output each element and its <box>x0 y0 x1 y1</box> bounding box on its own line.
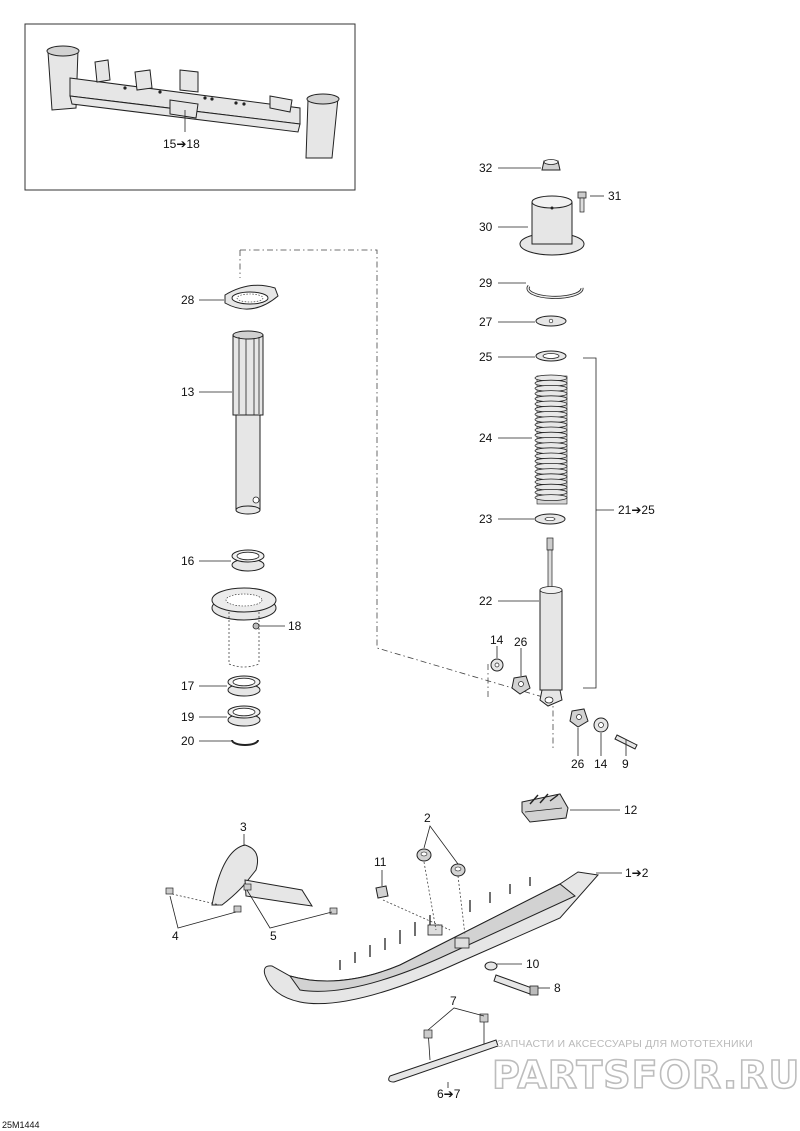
label-5: 5 <box>270 929 277 943</box>
label-8: 8 <box>554 981 561 995</box>
label-14-left: 14 <box>490 633 504 647</box>
leader-lines <box>169 167 627 1088</box>
label-9: 9 <box>622 757 629 771</box>
label-29: 29 <box>479 276 493 290</box>
label-24: 24 <box>479 431 493 445</box>
label-6-7: 6➔7 <box>437 1087 461 1101</box>
label-7: 7 <box>450 994 457 1008</box>
label-21-25: 21➔25 <box>618 503 655 517</box>
label-19: 19 <box>181 710 195 724</box>
washer-27 <box>535 315 567 327</box>
coil-spring-24 <box>534 374 568 505</box>
label-28: 28 <box>181 293 195 307</box>
bearing-19 <box>227 705 261 727</box>
reference-code: 25M1444 <box>2 1120 40 1130</box>
label-32: 32 <box>479 161 493 175</box>
shock-absorber-22 <box>539 537 563 707</box>
nut-7 <box>423 1013 489 1039</box>
watermark-subtitle: ЗАПЧАСТИ И АКСЕССУАРЫ ДЛЯ МОТОТЕХНИКИ <box>497 1038 753 1050</box>
label-10: 10 <box>526 957 540 971</box>
circlip-20 <box>231 739 259 746</box>
screw-31 <box>577 191 587 213</box>
label-12: 12 <box>624 803 638 817</box>
nut-32 <box>541 159 561 171</box>
bushing-2 <box>416 848 466 877</box>
label-1-2: 1➔2 <box>625 866 649 880</box>
washer-10 <box>484 961 498 971</box>
inset-frame-assembly: 15➔18 <box>24 23 356 191</box>
spring-cup-30 <box>519 195 585 256</box>
label-18: 18 <box>288 619 302 633</box>
screw-5 <box>243 883 338 915</box>
screw-18 <box>252 622 260 630</box>
label-27: 27 <box>479 315 493 329</box>
ski-handle-3 <box>211 844 313 907</box>
label-11: 11 <box>374 855 387 869</box>
bumper-12 <box>521 793 569 823</box>
retaining-clip-29 <box>526 285 584 299</box>
label-14-right: 14 <box>594 757 608 771</box>
screw-4 <box>165 887 242 913</box>
housing-flange <box>211 587 277 668</box>
ski-leg-column <box>211 284 279 746</box>
label-22: 22 <box>479 594 493 608</box>
washer-14-left <box>490 658 504 672</box>
label-31: 31 <box>608 189 622 203</box>
label-2: 2 <box>424 811 431 825</box>
spider-plate-28 <box>224 284 279 310</box>
bushing-16 <box>231 549 265 572</box>
label-25: 25 <box>479 350 493 364</box>
label-26-right: 26 <box>571 757 585 771</box>
nut-11 <box>375 885 389 899</box>
label-20: 20 <box>181 734 195 748</box>
watermark: ЗАПЧАСТИ И АКСЕССУАРЫ ДЛЯ МОТОТЕХНИКИ PA… <box>491 1038 800 1098</box>
label-17: 17 <box>181 679 195 693</box>
washer-14-right <box>593 717 609 733</box>
nut-26-left <box>511 675 531 695</box>
nut-26-right <box>569 708 589 728</box>
label-30: 30 <box>479 220 493 234</box>
label-16: 16 <box>181 554 195 568</box>
label-15-18: 15➔18 <box>163 137 200 151</box>
ski-1 <box>263 871 599 1005</box>
label-4: 4 <box>172 929 179 943</box>
shock-absorber-column <box>490 159 638 750</box>
bearing-17 <box>227 675 261 697</box>
label-26-left: 26 <box>514 635 528 649</box>
label-13: 13 <box>181 385 195 399</box>
ski-assembly <box>165 793 599 1083</box>
assembly-path-lines <box>239 249 554 748</box>
bolt-8 <box>493 974 539 996</box>
watermark-logo: PARTSFOR.RU <box>492 1053 800 1097</box>
splined-shaft-13 <box>232 330 264 515</box>
label-23: 23 <box>479 512 493 526</box>
runner-6 <box>388 1016 499 1083</box>
label-3: 3 <box>240 820 247 834</box>
callout-labels: 32 31 30 29 27 25 24 23 21➔25 22 14 26 2… <box>172 161 655 1101</box>
spring-clip-25 <box>535 350 567 362</box>
washer-23 <box>534 513 566 525</box>
